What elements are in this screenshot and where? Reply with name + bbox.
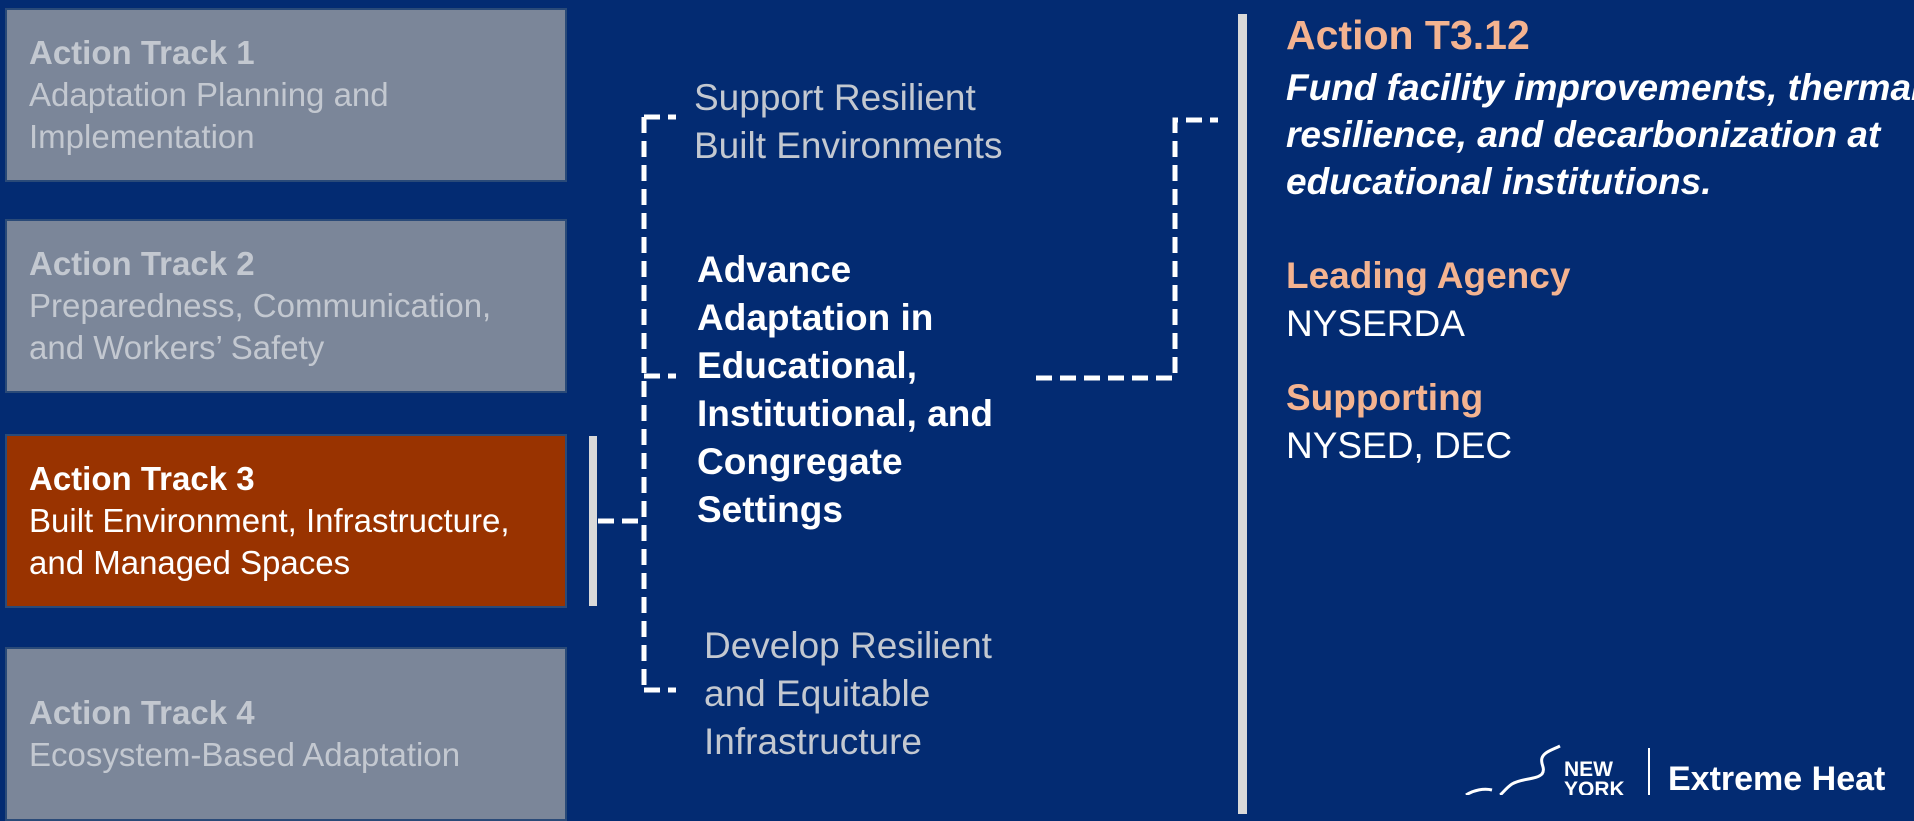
description-line: resilience, and decarbonization at [1286,114,1881,155]
logo-state-name: NEW YORK [1564,758,1625,795]
logo-state-line: YORK [1564,778,1625,795]
action-divider-bar [1238,14,1247,814]
logo-state-line: NEW [1564,758,1613,781]
leading-agency-label: Leading Agency [1286,255,1571,296]
strategy-line: Advance [697,249,852,290]
logo-program-name: Extreme Heat [1668,760,1886,795]
supporting-label: Supporting [1286,377,1484,418]
track-title: Action Track 4 [29,694,255,731]
track-subtitle: and Managed Spaces [29,544,351,581]
strategy-line: and Equitable [704,673,931,714]
strategy-line: Adaptation in [697,297,934,338]
track-title: Action Track 2 [29,245,255,282]
track-title: Action Track 1 [29,34,255,71]
action-track-2[interactable]: Action Track 2 Preparedness, Communicati… [5,219,567,393]
track-subtitle: and Workers’ Safety [29,329,325,366]
track-subtitle: Adaptation Planning and [29,76,389,113]
description-line: Fund facility improvements, thermal [1286,67,1914,108]
track-subtitle: Implementation [29,118,255,155]
ny-state-outline-icon [1465,744,1561,795]
strategy-line: Develop Resilient [704,625,992,666]
track-connector-bar [589,436,597,606]
strategy-line: Built Environments [694,125,1003,166]
track-subtitle: Preparedness, Communication, [29,287,492,324]
strategy-advance-adaptation[interactable]: Advance Adaptation in Educational, Insti… [697,246,993,534]
connector-strategy-to-action [1036,117,1218,381]
logo-divider [1648,748,1650,795]
connector-lines [598,114,1218,693]
strategy-develop-resilient-infrastructure[interactable]: Develop Resilient and Equitable Infrastr… [704,622,992,766]
strategy-line: Support Resilient [694,77,976,118]
action-title: Action T3.12 [1286,12,1530,58]
strategy-line: Settings [697,489,843,530]
leading-agency-value: NYSERDA [1286,303,1465,344]
leading-agency: Leading Agency NYSERDA [1286,252,1570,348]
supporting-value: NYSED, DEC [1286,425,1513,466]
strategy-line: Institutional, and [697,393,993,434]
action-description: Fund facility improvements, thermal resi… [1286,64,1914,205]
action-track-1[interactable]: Action Track 1 Adaptation Planning and I… [5,8,567,182]
track-subtitle: Built Environment, Infrastructure, [29,502,510,539]
strategy-line: Educational, [697,345,917,386]
action-track-3[interactable]: Action Track 3 Built Environment, Infras… [5,434,567,608]
strategy-line: Congregate [697,441,903,482]
strategy-line: Infrastructure [704,721,922,762]
track-subtitle: Ecosystem-Based Adaptation [29,736,461,773]
description-line: educational institutions. [1286,161,1712,202]
ny-extreme-heat-logo: NEW YORK Extreme Heat [1462,744,1914,795]
track-title: Action Track 3 [29,460,255,497]
strategy-support-resilient-built-environments[interactable]: Support Resilient Built Environments [694,74,1002,170]
supporting-agencies: Supporting NYSED, DEC [1286,374,1512,470]
action-track-4[interactable]: Action Track 4 Ecosystem-Based Adaptatio… [5,647,567,821]
